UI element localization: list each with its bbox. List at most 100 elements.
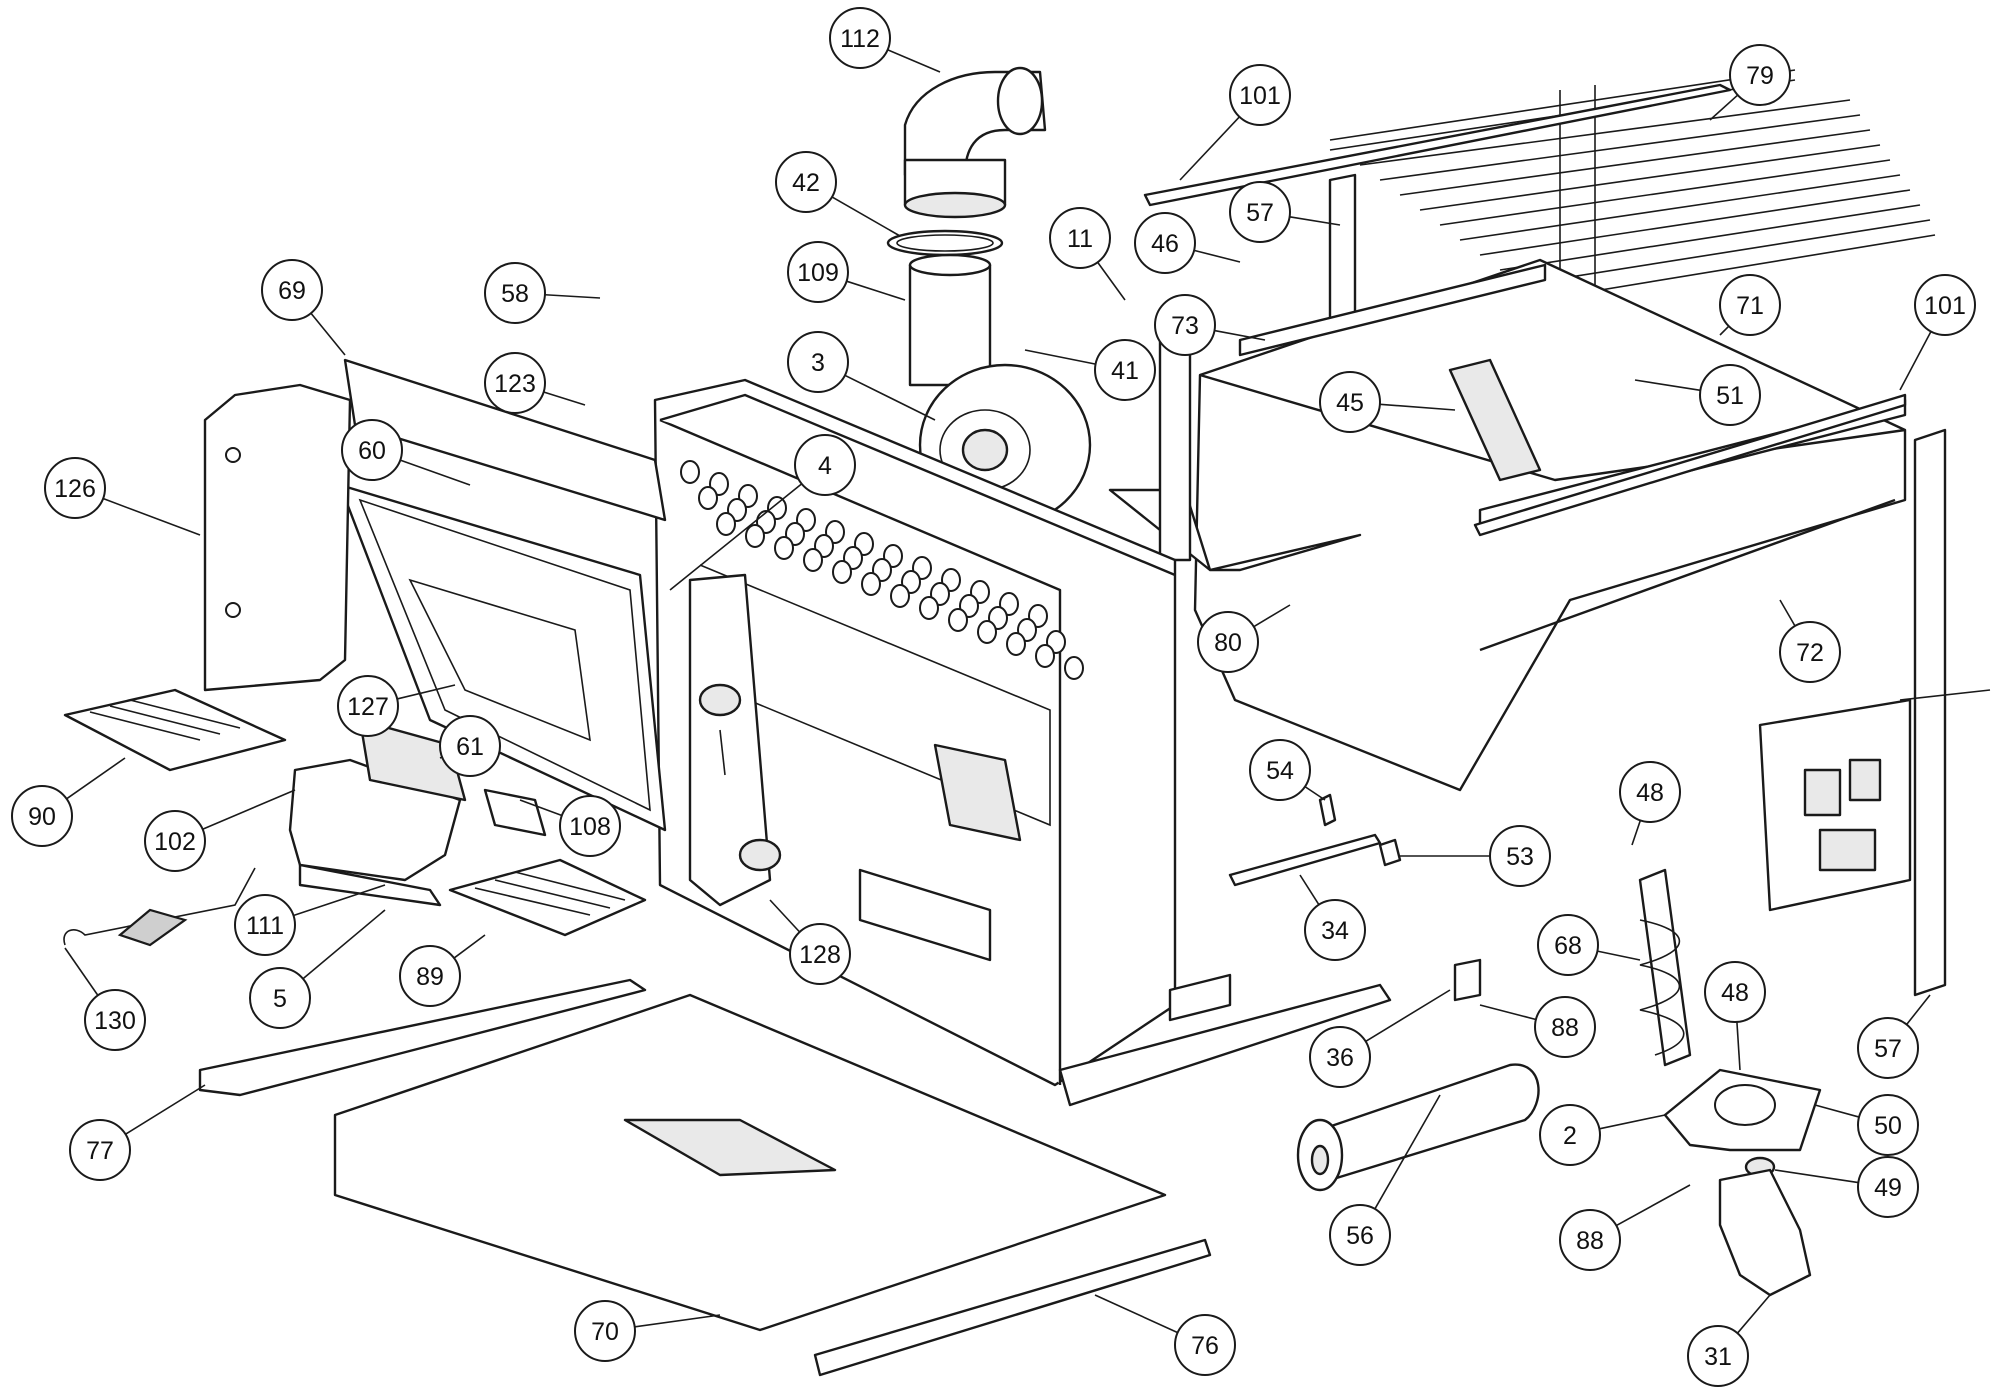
- callout-50: 50: [1857, 1094, 1919, 1156]
- shaft-rod: [1228, 833, 1382, 887]
- callout-circle: [341, 419, 403, 481]
- top-channel-strip: [1143, 83, 1732, 207]
- callout-112: 112: [829, 7, 891, 69]
- callout-label: 109: [797, 259, 839, 287]
- leader-line-50: [1814, 1104, 1860, 1118]
- side-cover-panel: [203, 383, 352, 692]
- leader-line-88-bottom: [1615, 1184, 1691, 1227]
- callout-label: 123: [494, 370, 536, 398]
- callout-circle: [1619, 761, 1681, 823]
- callout-126: 126: [44, 457, 106, 519]
- leader-line-70: [634, 1314, 721, 1328]
- callout-circle: [775, 151, 837, 213]
- callout-label: 60: [358, 437, 386, 465]
- callout-123: 123: [484, 352, 546, 414]
- callout-label: 51: [1716, 382, 1744, 410]
- callout-label: 42: [792, 169, 820, 197]
- callout-circle: [1229, 64, 1291, 126]
- baffle-plate: [1108, 338, 1362, 572]
- callout-89: 89: [399, 945, 461, 1007]
- callout-48-top: 48: [1619, 761, 1681, 823]
- callout-circle: [1719, 274, 1781, 336]
- callout-label: 46: [1151, 230, 1179, 258]
- cleaning-brush: [63, 867, 256, 947]
- callout-label: 73: [1171, 312, 1199, 340]
- gasket-ring: [886, 229, 1004, 257]
- leader-line-76: [1094, 1294, 1179, 1334]
- callout-label: 54: [1266, 757, 1294, 785]
- leader-line-11: [1096, 261, 1126, 301]
- leader-line-4: [669, 483, 803, 591]
- callout-2: 2: [1539, 1104, 1601, 1166]
- leader-line-127: [396, 684, 456, 700]
- callout-circle: [1094, 339, 1156, 401]
- callout-circle: [1687, 1325, 1749, 1387]
- callout-circle: [249, 967, 311, 1029]
- callout-42: 42: [775, 151, 837, 213]
- leader-line-58: [544, 293, 601, 299]
- callout-57-right: 57: [1857, 1017, 1919, 1079]
- vent-hole: [890, 584, 910, 608]
- callout-circle: [787, 241, 849, 303]
- callout-11: 11: [1049, 207, 1111, 269]
- callout-label: 57: [1874, 1035, 1902, 1063]
- leader-line-128: [769, 899, 801, 933]
- callout-label: 61: [456, 733, 484, 761]
- callout-circle: [1049, 207, 1111, 269]
- callout-108: 108: [559, 795, 621, 857]
- callout-130: 130: [84, 989, 146, 1051]
- firebox-housing: [653, 378, 1177, 1087]
- callout-circle: [44, 457, 106, 519]
- callout-77: 77: [69, 1119, 131, 1181]
- callout-circle: [1779, 621, 1841, 683]
- leader-line-111: [293, 884, 386, 917]
- callout-label: 34: [1321, 917, 1349, 945]
- callout-60: 60: [341, 419, 403, 481]
- callout-circle: [1914, 274, 1976, 336]
- leader-line-45: [1379, 403, 1456, 411]
- callout-69: 69: [261, 259, 323, 321]
- leader-line-73: [1214, 329, 1266, 341]
- vent-hole: [948, 608, 968, 632]
- callout-circle: [1309, 1026, 1371, 1088]
- leader-line-48-top: [1631, 820, 1642, 846]
- callout-label: 108: [569, 813, 611, 841]
- callout-circle: [439, 715, 501, 777]
- callout-49: 49: [1857, 1156, 1919, 1218]
- vent-hole: [1064, 656, 1084, 680]
- leader-line-126: [102, 497, 201, 536]
- callout-31: 31: [1687, 1325, 1749, 1387]
- leader-line-5: [302, 909, 386, 980]
- leader-line-46: [1193, 249, 1241, 263]
- callout-45: 45: [1319, 371, 1381, 433]
- leader-line-130: [64, 947, 99, 996]
- vent-hole: [832, 560, 852, 584]
- callout-72: 72: [1779, 621, 1841, 683]
- leader-line-102: [202, 789, 296, 831]
- callout-79: 79: [1729, 44, 1791, 106]
- leader-line-79: [1709, 94, 1739, 121]
- callout-circle: [399, 945, 461, 1007]
- leader-line-56: [1374, 1094, 1441, 1210]
- callout-73: 73: [1154, 294, 1216, 356]
- callout-circle: [484, 262, 546, 324]
- callout-54: 54: [1249, 739, 1311, 801]
- callout-circle: [1134, 212, 1196, 274]
- access-plate: [483, 788, 547, 837]
- auger-tube: [1296, 1063, 1540, 1192]
- leader-line-48-bottom: [1736, 1021, 1741, 1071]
- callout-circle: [69, 1119, 131, 1181]
- callout-101-top: 101: [1229, 64, 1291, 126]
- callout-57-top: 57: [1229, 181, 1291, 243]
- callout-circle: [559, 795, 621, 857]
- callout-label: 53: [1506, 843, 1534, 871]
- callout-circle: [1174, 1314, 1236, 1376]
- callout-68: 68: [1537, 914, 1599, 976]
- callout-88-top: 88: [1534, 996, 1596, 1058]
- callout-label: 72: [1796, 639, 1824, 667]
- door-frame: [338, 358, 667, 832]
- callout-102: 102: [144, 810, 206, 872]
- callout-circle: [1559, 1209, 1621, 1271]
